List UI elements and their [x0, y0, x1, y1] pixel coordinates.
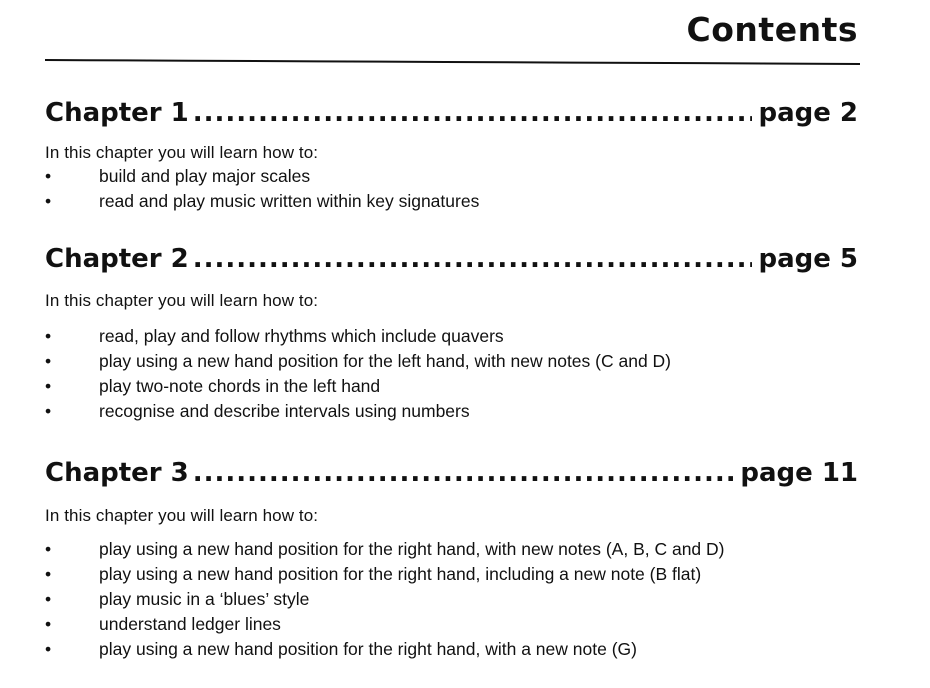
bullet-icon: •	[45, 191, 52, 211]
list-item: • play using a new hand position for the …	[45, 637, 725, 662]
title-rule	[45, 59, 860, 65]
chapter-3-objectives: • play using a new hand position for the …	[45, 537, 725, 662]
list-item-text: build and play major scales	[99, 166, 311, 186]
chapter-3-heading: Chapter 3 ..............................…	[45, 460, 858, 486]
list-item-text: recognise and describe intervals using n…	[99, 401, 470, 421]
chapter-1-objectives: • build and play major scales • read and p…	[45, 164, 479, 214]
list-item: • understand ledger lines	[45, 612, 725, 637]
list-item: • recognise and describe intervals using …	[45, 399, 671, 424]
chapter-2-objectives: • read, play and follow rhythms which inc…	[45, 324, 671, 424]
chapter-2-page: page 5	[758, 244, 858, 274]
list-item: • play two-note chords in the left hand	[45, 374, 671, 399]
list-item: • play using a new hand position for the …	[45, 562, 725, 587]
list-item: • build and play major scales	[45, 164, 479, 189]
list-item-text: play using a new hand position for the r…	[99, 564, 702, 584]
list-item-text: play using a new hand position for the r…	[99, 539, 725, 559]
list-item-text: play using a new hand position for the r…	[99, 639, 637, 659]
chapter-1-heading: Chapter 1 ..............................…	[45, 100, 858, 126]
bullet-icon: •	[45, 401, 52, 421]
list-item: • play music in a ‘blues’ style	[45, 587, 725, 612]
list-item-text: play music in a ‘blues’ style	[99, 589, 310, 609]
list-item-text: read and play music written within key s…	[99, 191, 480, 211]
chapter-3-title: Chapter 3	[45, 458, 189, 488]
bullet-icon: •	[45, 326, 52, 346]
page-title: Contents	[686, 10, 858, 49]
chapter-1-leader-dots: ........................................…	[192, 100, 753, 126]
list-item-text: play two-note chords in the left hand	[99, 376, 381, 396]
bullet-icon: •	[45, 564, 52, 584]
chapter-1-page: page 2	[758, 98, 858, 128]
chapter-2-leader-dots: ........................................…	[192, 246, 753, 272]
list-item: • read and play music written within key …	[45, 189, 479, 214]
list-item: • play using a new hand position for the …	[45, 537, 725, 562]
bullet-icon: •	[45, 539, 52, 559]
chapter-3-page: page 11	[740, 458, 858, 488]
list-item-text: read, play and follow rhythms which incl…	[99, 326, 504, 346]
list-item-text: understand ledger lines	[99, 614, 281, 634]
bullet-icon: •	[45, 639, 52, 659]
bullet-icon: •	[45, 589, 52, 609]
chapter-3-intro: In this chapter you will learn how to:	[45, 506, 319, 525]
chapter-3-leader-dots: ........................................…	[192, 460, 735, 486]
chapter-1-intro: In this chapter you will learn how to:	[45, 143, 319, 162]
bullet-icon: •	[45, 614, 52, 634]
list-item-text: play using a new hand position for the l…	[99, 351, 672, 371]
bullet-icon: •	[45, 351, 52, 371]
chapter-2-intro: In this chapter you will learn how to:	[45, 291, 319, 310]
list-item: • play using a new hand position for the …	[45, 349, 671, 374]
chapter-2-title: Chapter 2	[45, 244, 189, 274]
chapter-2-heading: Chapter 2 ..............................…	[45, 246, 858, 272]
chapter-1-title: Chapter 1	[45, 98, 189, 128]
bullet-icon: •	[45, 376, 52, 396]
bullet-icon: •	[45, 166, 52, 186]
list-item: • read, play and follow rhythms which inc…	[45, 324, 671, 349]
